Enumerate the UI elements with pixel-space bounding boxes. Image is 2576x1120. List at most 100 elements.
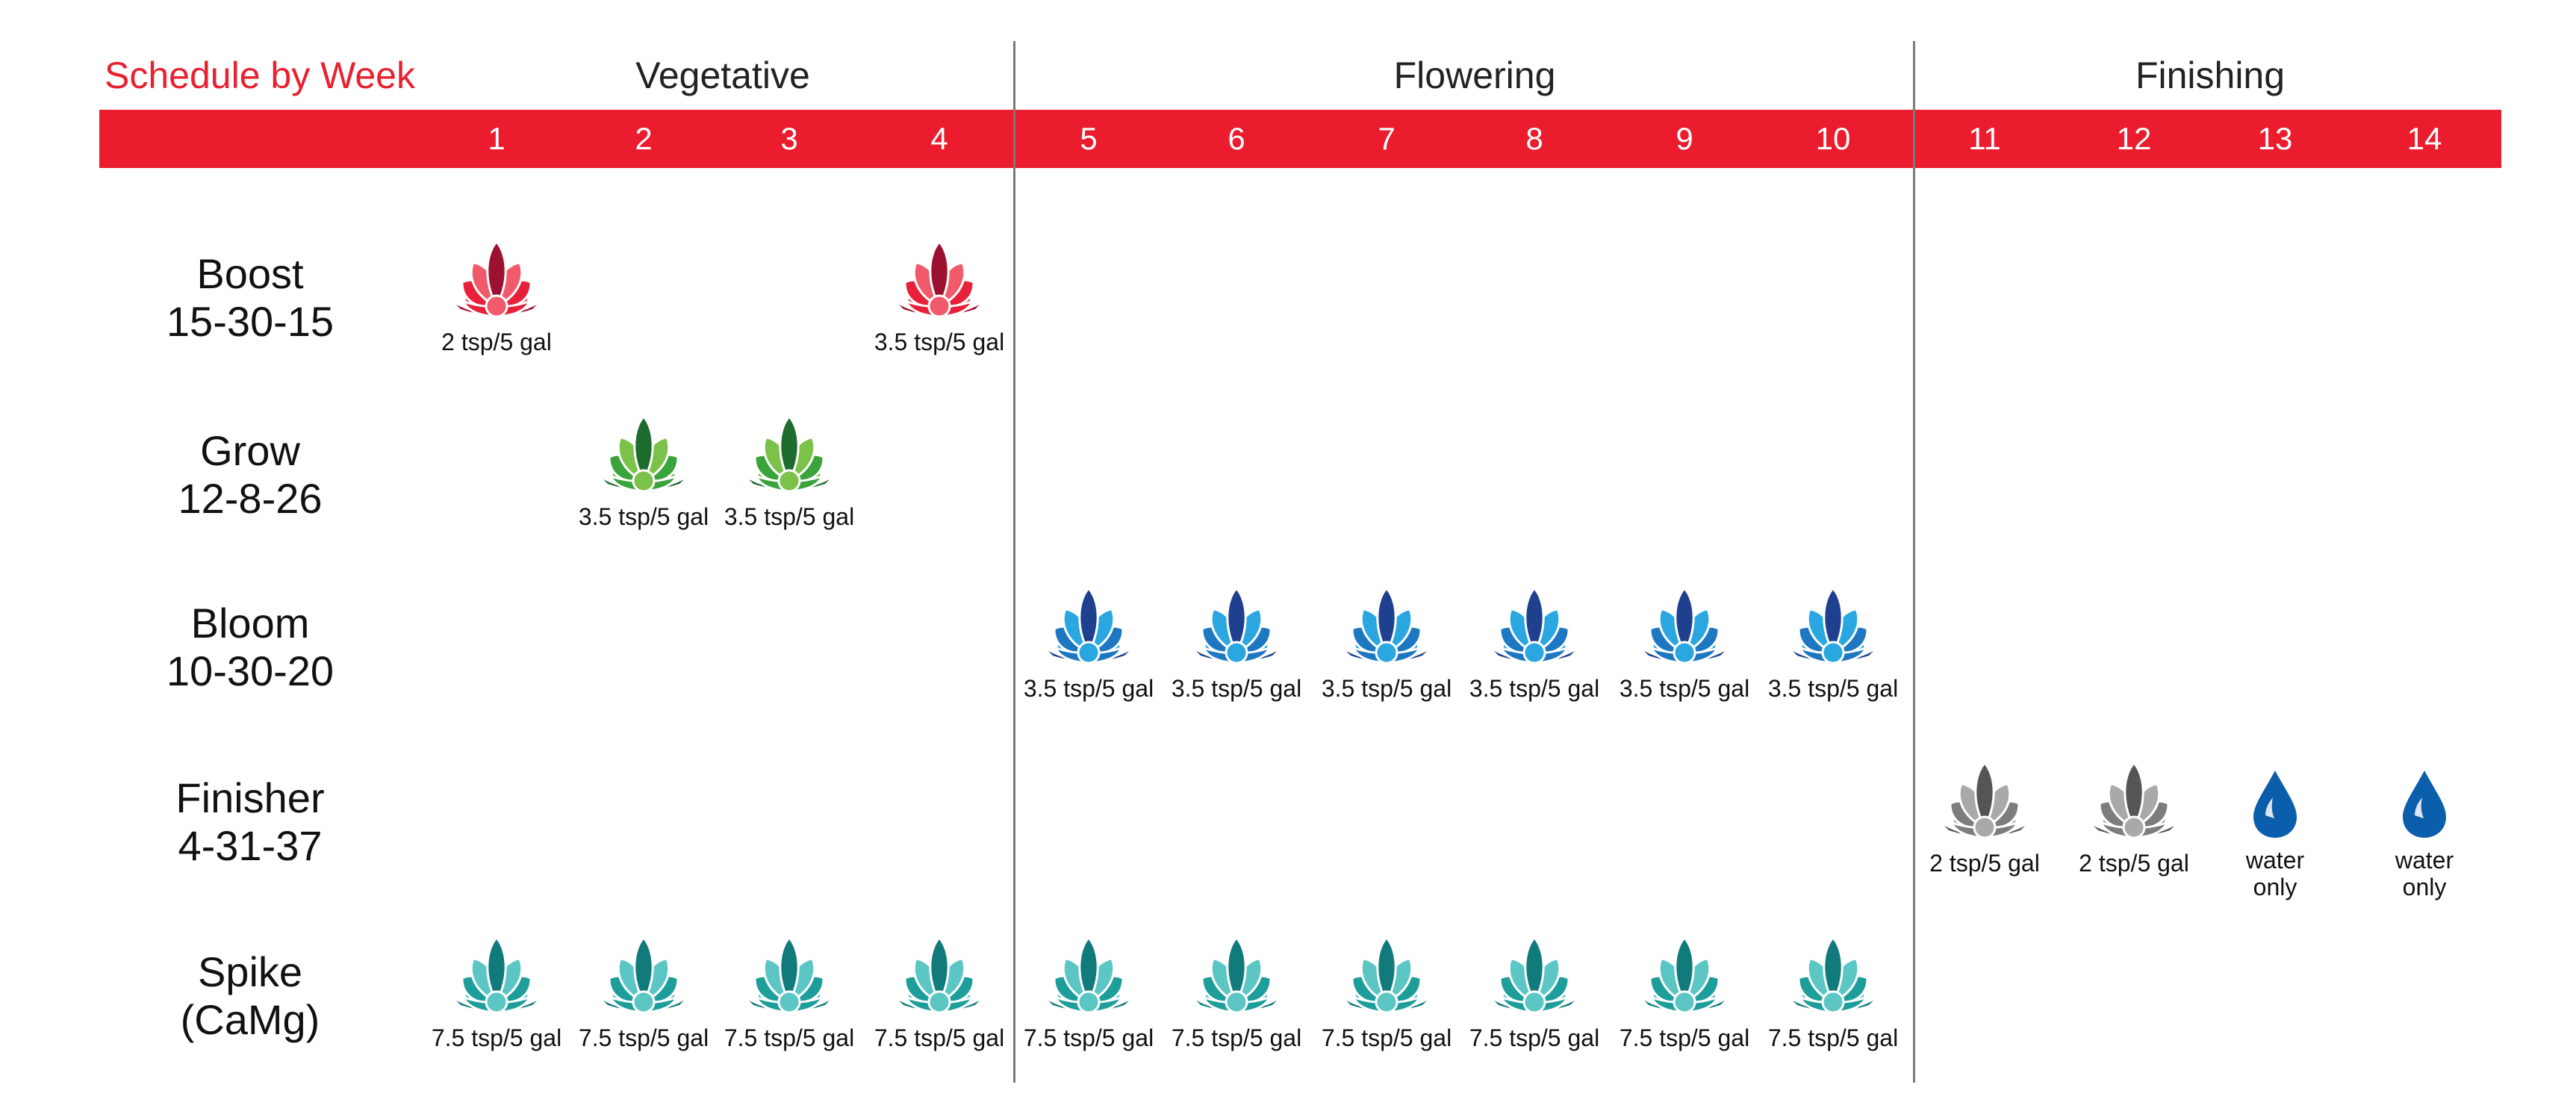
phase-flowering: Flowering (1393, 55, 1556, 96)
row-label-spike: Spike(CaMg) (181, 948, 320, 1044)
week-number-5: 5 (1080, 121, 1098, 156)
spike-week-7-cell: 7.5 tsp/5 gal (1312, 933, 1461, 1052)
week-number-13: 13 (2257, 121, 2293, 156)
finisher-week-11-cell: 2 tsp/5 gal (1910, 759, 2059, 877)
phase-vegetative: Vegetative (635, 55, 810, 96)
dose-label: 3.5 tsp/5 gal (1619, 675, 1750, 702)
spike-lotus-icon (749, 936, 830, 1014)
spike-lotus-icon (899, 936, 980, 1014)
week-header-bar (99, 110, 2501, 168)
product-ratio: 4-31-37 (178, 822, 323, 869)
dose-label: 7.5 tsp/5 gal (724, 1024, 855, 1051)
spike-lotus-icon (1793, 936, 1873, 1014)
dose-label: 3.5 tsp/5 gal (724, 503, 855, 530)
spike-lotus-icon (1644, 936, 1725, 1014)
boost-week-1-cell: 2 tsp/5 gal (422, 237, 571, 356)
grow-week-2-cell: 3.5 tsp/5 gal (569, 412, 718, 531)
dose-label: 3.5 tsp/5 gal (1023, 675, 1154, 702)
spike-week-8-cell: 7.5 tsp/5 gal (1460, 933, 1609, 1052)
bloom-week-8-cell: 3.5 tsp/5 gal (1460, 584, 1609, 703)
spike-lotus-icon (1196, 936, 1277, 1014)
dose-label: water (2245, 847, 2305, 874)
spike-lotus-icon (456, 936, 537, 1014)
spike-week-3-cell: 7.5 tsp/5 gal (715, 933, 864, 1052)
dose-label: 7.5 tsp/5 gal (1171, 1024, 1302, 1051)
dose-label: 2 tsp/5 gal (441, 329, 552, 355)
dose-label: 7.5 tsp/5 gal (1023, 1024, 1154, 1051)
phase-finishing: Finishing (2135, 55, 2286, 96)
schedule-title: Schedule by Week (105, 55, 415, 96)
week-number-11: 11 (1968, 121, 2001, 156)
product-name: Bloom (190, 600, 310, 647)
bloom-lotus-icon (1494, 586, 1575, 665)
spike-lotus-icon (1494, 936, 1575, 1014)
boost-week-4-cell: 3.5 tsp/5 gal (865, 237, 1014, 356)
bloom-lotus-icon (1048, 586, 1129, 665)
dose-label: 3.5 tsp/5 gal (1171, 675, 1302, 702)
dose-label: 3.5 tsp/5 gal (1767, 675, 1899, 702)
dose-label: 7.5 tsp/5 gal (431, 1024, 562, 1051)
spike-week-2-cell: 7.5 tsp/5 gal (569, 933, 718, 1052)
boost-lotus-icon (456, 240, 537, 318)
product-name: Grow (200, 427, 300, 474)
week-number-12: 12 (2116, 121, 2152, 156)
boost-lotus-icon (899, 240, 980, 318)
finisher-lotus-icon (2094, 761, 2174, 839)
product-name: Boost (196, 250, 304, 297)
week-number-1: 1 (488, 121, 505, 156)
bloom-week-6-cell: 3.5 tsp/5 gal (1162, 584, 1311, 703)
spike-week-9-cell: 7.5 tsp/5 gal (1610, 933, 1759, 1052)
bloom-lotus-icon (1196, 586, 1277, 665)
bloom-lotus-icon (1644, 586, 1725, 665)
finisher-lotus-icon (1944, 761, 2025, 839)
product-ratio: 12-8-26 (178, 475, 323, 522)
week-number-14: 14 (2407, 121, 2442, 156)
week-number-8: 8 (1525, 121, 1543, 156)
week-number-7: 7 (1378, 121, 1396, 156)
week-number-10: 10 (1815, 121, 1851, 156)
week-number-3: 3 (780, 121, 798, 156)
water-drop-icon (2403, 771, 2446, 838)
product-name: Spike (197, 948, 303, 995)
bloom-week-5-cell: 3.5 tsp/5 gal (1014, 584, 1163, 703)
bloom-week-9-cell: 3.5 tsp/5 gal (1610, 584, 1759, 703)
grow-week-3-cell: 3.5 tsp/5 gal (715, 412, 864, 531)
bloom-lotus-icon (1346, 586, 1427, 665)
spike-week-1-cell: 7.5 tsp/5 gal (422, 933, 571, 1052)
product-ratio: 10-30-20 (166, 647, 335, 694)
bloom-lotus-icon (1793, 586, 1873, 665)
product-ratio: (CaMg) (180, 996, 320, 1043)
dose-label: 3.5 tsp/5 gal (1469, 675, 1600, 702)
week-number-4: 4 (930, 121, 948, 156)
spike-lotus-icon (603, 936, 684, 1014)
dose-label: 7.5 tsp/5 gal (1767, 1024, 1899, 1051)
week-number-9: 9 (1676, 121, 1693, 156)
week-number-6: 6 (1228, 121, 1245, 156)
dose-label: 3.5 tsp/5 gal (578, 503, 709, 530)
dose-label: 7.5 tsp/5 gal (874, 1024, 1005, 1051)
dose-label-line2: only (2402, 874, 2447, 900)
dose-label: 7.5 tsp/5 gal (1321, 1024, 1452, 1051)
dose-label: 7.5 tsp/5 gal (1619, 1024, 1750, 1051)
spike-lotus-icon (1048, 936, 1129, 1014)
dose-label: 7.5 tsp/5 gal (1469, 1024, 1600, 1051)
dose-label: 3.5 tsp/5 gal (1321, 675, 1452, 702)
dose-label: 7.5 tsp/5 gal (578, 1024, 709, 1051)
dose-label: 3.5 tsp/5 gal (874, 329, 1005, 355)
product-name: Finisher (175, 774, 325, 821)
grow-lotus-icon (603, 414, 684, 493)
product-ratio: 15-30-15 (166, 298, 335, 345)
spike-week-6-cell: 7.5 tsp/5 gal (1162, 933, 1311, 1052)
grow-lotus-icon (749, 414, 830, 493)
bloom-week-7-cell: 3.5 tsp/5 gal (1312, 584, 1461, 703)
water-drop-icon (2253, 771, 2297, 838)
dose-label: 2 tsp/5 gal (1929, 850, 2040, 877)
week-number-2: 2 (635, 121, 653, 156)
spike-lotus-icon (1346, 936, 1427, 1014)
dose-label: 2 tsp/5 gal (2079, 850, 2189, 877)
